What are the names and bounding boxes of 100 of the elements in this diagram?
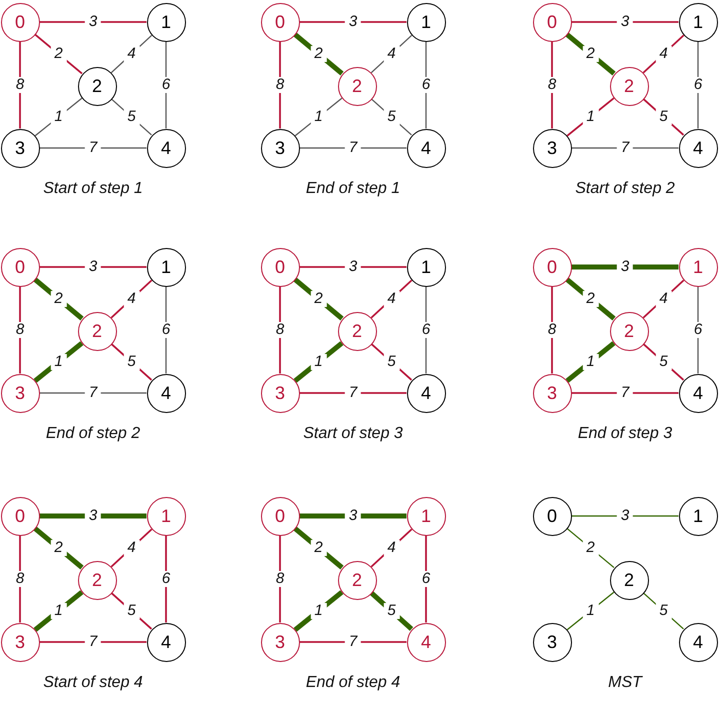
- edge-label: 5: [383, 354, 400, 370]
- vertex-circle: 1: [678, 496, 718, 536]
- edge-line: [566, 592, 614, 630]
- vertex-circle: 1: [146, 248, 186, 286]
- edge-line: [111, 98, 152, 136]
- edge-line: [697, 42, 699, 128]
- vertex-circle: 1: [678, 2, 718, 42]
- panel-caption: End of step 1: [306, 180, 400, 198]
- edge-line: [165, 536, 167, 622]
- edge-label: 2: [50, 540, 67, 556]
- vertex-circle: 2: [78, 560, 116, 600]
- edge-label: 1: [50, 354, 67, 370]
- edge-label: 1: [310, 109, 327, 125]
- edge-line: [697, 286, 699, 374]
- edge-line: [294, 98, 342, 136]
- edge-label: 4: [123, 291, 140, 307]
- edge-label: 4: [383, 46, 400, 62]
- edge-label: 5: [123, 109, 140, 125]
- edge-line: [110, 592, 152, 630]
- edge-line: [572, 147, 678, 149]
- vertex-circle: 4: [146, 622, 186, 662]
- vertex-circle: 3: [260, 374, 300, 412]
- vertex-circle: 1: [406, 248, 446, 286]
- vertex-circle: 3: [0, 374, 40, 412]
- edge-line: [33, 526, 84, 570]
- edge-line: [370, 343, 412, 381]
- edge-line: [19, 286, 21, 374]
- vertex-circle: 4: [406, 128, 446, 168]
- panel-caption: End of step 2: [46, 425, 140, 443]
- edge-line: [371, 98, 412, 136]
- edge-line: [572, 392, 678, 394]
- vertex-circle: 2: [610, 560, 648, 600]
- edge-line: [565, 278, 616, 320]
- edge-line: [279, 536, 281, 622]
- edge-line: [551, 42, 553, 128]
- vertex-circle: 4: [678, 374, 718, 412]
- vertex-circle: 3: [532, 622, 572, 662]
- edge-line: [370, 591, 414, 631]
- edge-label: 1: [582, 354, 599, 370]
- vertex-circle: 1: [146, 2, 186, 42]
- edge-line: [300, 147, 406, 149]
- vertex-circle: 1: [146, 496, 186, 536]
- edge-line: [300, 514, 406, 518]
- panel-caption: Start of step 3: [303, 425, 403, 443]
- edge-line: [300, 641, 406, 643]
- edge-label: 2: [310, 46, 327, 62]
- edge-line: [40, 147, 146, 149]
- vertex-circle: 3: [532, 374, 572, 412]
- vertex-circle: 3: [532, 128, 572, 168]
- edge-line: [34, 341, 84, 383]
- vertex-circle: 2: [78, 312, 116, 350]
- edge-line: [300, 392, 406, 394]
- vertex-circle: 2: [338, 560, 376, 600]
- vertex-circle: 0: [0, 248, 40, 286]
- vertex-circle: 3: [0, 622, 40, 662]
- edge-line: [294, 590, 344, 632]
- edge-line: [40, 21, 146, 23]
- edge-label: 1: [50, 109, 67, 125]
- vertex-circle: 4: [146, 374, 186, 412]
- edge-line: [572, 21, 678, 23]
- panel-caption: End of step 3: [578, 425, 672, 443]
- edge-line: [40, 514, 146, 518]
- panel-caption: Start of step 2: [575, 180, 675, 198]
- edge-line: [566, 528, 614, 568]
- edge-label: 2: [310, 291, 327, 307]
- vertex-circle: 1: [406, 2, 446, 42]
- panel-caption: End of step 4: [306, 674, 400, 692]
- edge-label: 1: [310, 354, 327, 370]
- vertex-circle: 2: [610, 312, 648, 350]
- edge-line: [294, 341, 344, 383]
- vertex-circle: 0: [0, 2, 40, 42]
- edge-label: 5: [123, 603, 140, 619]
- edge-label: 4: [383, 291, 400, 307]
- edge-line: [33, 278, 84, 320]
- vertex-circle: 4: [406, 374, 446, 412]
- edge-line: [300, 266, 406, 268]
- edge-line: [34, 590, 84, 632]
- vertex-circle: 1: [678, 248, 718, 286]
- edge-line: [425, 42, 427, 128]
- edge-label: 2: [582, 291, 599, 307]
- vertex-circle: 3: [0, 128, 40, 168]
- vertex-circle: 2: [78, 66, 116, 106]
- vertex-circle: 1: [406, 496, 446, 536]
- edge-line: [110, 343, 152, 381]
- edge-line: [279, 42, 281, 128]
- vertex-circle: 2: [338, 312, 376, 350]
- edge-line: [40, 392, 146, 394]
- edge-label: 2: [582, 540, 599, 556]
- edge-label: 1: [582, 603, 599, 619]
- edge-line: [551, 286, 553, 374]
- edge-line: [566, 98, 614, 136]
- edge-line: [566, 341, 616, 383]
- edge-label: 2: [582, 46, 599, 62]
- edge-label: 2: [50, 46, 67, 62]
- edge-line: [565, 32, 616, 76]
- edge-label: 1: [50, 603, 67, 619]
- edge-line: [40, 641, 146, 643]
- edge-line: [425, 286, 427, 374]
- edge-line: [572, 264, 678, 270]
- edge-label: 4: [383, 540, 400, 556]
